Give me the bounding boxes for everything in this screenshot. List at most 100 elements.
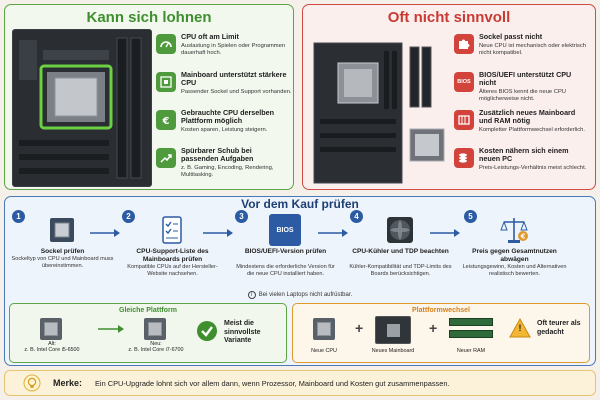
nicht-item-kosten: Kosten nähern sich einem neuen PC Preis-…	[454, 146, 594, 183]
new-ram-label: Neuer RAM	[456, 348, 486, 354]
lohnen-item-cpu-limit: CPU oft am Limit Auslastung in Spielen o…	[156, 32, 292, 69]
warning-icon	[509, 318, 531, 338]
motherboard-cpu-image	[12, 29, 152, 187]
bios-chip-icon: BIOS	[269, 214, 301, 246]
new-cpu-icon	[313, 318, 335, 340]
svg-text:€: €	[520, 233, 526, 241]
lohnen-item-desc: Passender Sockel und Support vorhanden.	[181, 89, 292, 95]
step-number: 4	[350, 210, 363, 223]
nicht-item-title: Sockel passt nicht	[479, 32, 543, 41]
nicht-item-title: Kosten nähern sich einem neuen PC	[479, 146, 569, 164]
scale-euro-icon: €	[500, 218, 528, 243]
step-desc: Kühler-Kompatibilität und TDP-Limits des…	[349, 264, 452, 277]
plus-sign: +	[429, 320, 438, 336]
speedometer-icon	[156, 34, 176, 54]
nicht-panel: Oft nicht sinnvoll Sockel passt nicht Ne…	[302, 4, 596, 190]
cpu-socket-icon	[50, 218, 74, 242]
nicht-item-bios: BIOS BIOS/UEFI unterstützt CPU nicht Ält…	[454, 70, 594, 107]
step-title: CPU-Kühler und TDP beachten	[352, 248, 449, 255]
lohnen-item-desc: z. B. Gaming, Encoding, Rendering, Multi…	[181, 165, 274, 178]
nicht-item-desc: Älteres BIOS kennt die neue CPU mögliche…	[479, 89, 566, 102]
svg-text:€: €	[162, 116, 170, 127]
new-cpu-label: Neue CPU	[311, 348, 337, 354]
lohnen-item-gebraucht: € Gebrauchte CPU derselben Plattform mög…	[156, 108, 292, 145]
lohnen-item-title: Spürbarer Schub bei passenden Aufgaben	[181, 146, 254, 164]
lohnen-item-title: CPU oft am Limit	[181, 32, 239, 41]
arrow-right-icon	[98, 325, 124, 333]
new-ram-icon	[449, 330, 493, 338]
info-icon: i	[247, 291, 256, 299]
gleiche-title: Gleiche Plattform	[119, 307, 177, 314]
lohnen-title: Kann sich lohnen	[86, 9, 212, 26]
lohnen-item-schub: Spürbarer Schub bei passenden Aufgaben z…	[156, 146, 292, 183]
gleiche-verdict: Meist die sinnvollste Variante	[224, 320, 261, 344]
plus-sign: +	[355, 320, 364, 336]
step-kuehler: 4 CPU-Kühler und TDP beachten Kühler-Kom…	[348, 210, 453, 295]
warning-mark: !	[518, 323, 522, 333]
lohnen-item-title: Mainboard unterstützt stärkere CPU	[181, 70, 287, 88]
step-number: 2	[122, 210, 135, 223]
step-sockel: 1 Sockel prüfen Sockeltyp von CPU und Ma…	[10, 210, 115, 295]
step-number: 5	[464, 210, 477, 223]
arrow-right-icon	[430, 229, 460, 237]
step-number: 1	[12, 210, 25, 223]
lohnen-item-desc: Auslastung in Spielen oder Programmen da…	[181, 43, 286, 56]
note-text: Bei vielen Laptops nicht aufrüstbar.	[258, 292, 353, 298]
mainboard-ram-cpu-image	[310, 29, 450, 187]
step-title: Preis gegen Gesamtnutzen abwägen	[472, 248, 557, 263]
cpu-new-icon	[144, 318, 166, 340]
step-number: 3	[235, 210, 248, 223]
merke-box: Merke: Ein CPU-Upgrade lohnt sich vor al…	[4, 370, 596, 396]
bios-chip-icon: BIOS	[454, 72, 474, 92]
cpu-old-icon	[40, 318, 62, 340]
wechsel-title: Plattformwechsel	[412, 307, 470, 314]
arrow-right-icon	[203, 229, 233, 237]
neu-cpu-label: Neu:z. B. Intel Core i7-6700	[128, 341, 184, 354]
step-desc: Mindestens die erforderliche Version für…	[236, 264, 335, 277]
mainboard-icon	[156, 72, 176, 92]
lohnen-item-mainboard: Mainboard unterstützt stärkere CPU Passe…	[156, 70, 292, 107]
step-title: BIOS/UEFI-Version prüfen	[244, 248, 327, 255]
kauf-title: Vor dem Kauf prüfen	[241, 197, 359, 211]
new-mainboard-label: Neues Mainboard	[371, 348, 415, 354]
trend-up-icon	[156, 148, 176, 168]
lohnen-item-desc: Kosten sparen, Leistung steigern.	[181, 127, 268, 133]
merke-text: Ein CPU-Upgrade lohnt sich vor allem dan…	[95, 379, 450, 388]
step-desc: Kompatible CPUs auf der Hersteller-Websi…	[127, 264, 218, 277]
lightbulb-icon	[23, 374, 41, 392]
nicht-item-desc: Kompletter Plattformwechsel erforderlich…	[479, 127, 585, 133]
alt-cpu-label: Alt:z. B. Intel Core i5-6500	[24, 341, 80, 354]
step-support: 2 CPU-Support-Liste des Mainboards prüfe…	[120, 210, 225, 295]
new-mainboard-icon	[375, 316, 411, 344]
step-title: CPU-Support-Liste des Mainboards prüfen	[136, 248, 209, 263]
step-bios: 3 BIOS BIOS/UEFI-Version prüfen Mindeste…	[233, 210, 338, 295]
merke-label: Merke:	[53, 378, 83, 388]
nicht-item-desc: Preis-Leistungs-Verhältnis meist schlech…	[479, 165, 587, 171]
step-preis: 5 € Preis gegen Gesamtnutzen abwägen Lei…	[462, 210, 567, 295]
arrow-right-icon	[90, 229, 120, 237]
nicht-title: Oft nicht sinnvoll	[387, 9, 511, 26]
coins-icon	[454, 148, 474, 168]
euro-tag-icon: €	[156, 110, 176, 130]
nicht-item-plattform: Zusätzlich neues Mainboard und RAM nötig…	[454, 108, 594, 145]
check-circle-icon	[197, 321, 217, 341]
nicht-item-title: BIOS/UEFI unterstützt CPU nicht	[479, 70, 572, 88]
nicht-item-desc: Neue CPU ist mechanisch oder elektrisch …	[479, 43, 586, 56]
nicht-item-sockel: Sockel passt nicht Neue CPU ist mechanis…	[454, 32, 594, 69]
lohnen-panel: Kann sich lohnen CPU oft am Limit Auslas…	[4, 4, 294, 190]
lohnen-item-title: Gebrauchte CPU derselben Plattform mögli…	[181, 108, 275, 126]
cooler-fan-icon	[387, 217, 413, 243]
gleiche-plattform-box: Gleiche Plattform Alt:z. B. Intel Core i…	[9, 303, 287, 363]
ram-board-icon	[454, 110, 474, 130]
wechsel-verdict: Oft teurer als gedacht	[537, 320, 581, 336]
checklist-icon	[162, 216, 182, 244]
step-desc: Leistungsgewinn, Kosten und Alternativen…	[462, 264, 567, 277]
new-ram-icon	[449, 318, 493, 326]
nicht-item-title: Zusätzlich neues Mainboard und RAM nötig	[479, 108, 576, 126]
plattformwechsel-box: Plattformwechsel Neue CPU + Neues Mainbo…	[292, 303, 590, 363]
step-title: Sockel prüfen	[40, 248, 85, 255]
puzzle-icon	[454, 34, 474, 54]
arrow-right-icon	[318, 229, 348, 237]
step-desc: Sockeltyp von CPU und Mainboard muss übe…	[11, 256, 114, 269]
